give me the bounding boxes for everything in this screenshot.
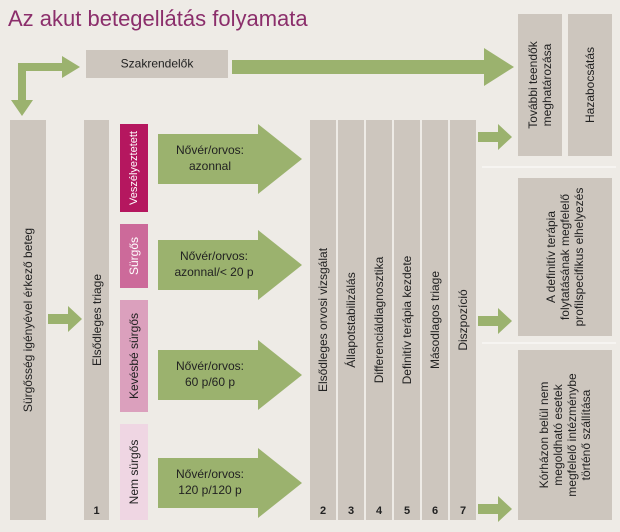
step-diszpozicio: Diszpozíció 7: [450, 120, 476, 520]
nurse-arrow-2-text: Nővér/orvos: azonnal/< 20 p: [162, 248, 266, 280]
level-surgos: Sürgős: [120, 224, 148, 288]
step-masodlagos-triage-label: Másodlagos triage: [428, 270, 442, 370]
step-diszpozicio-label: Diszpozíció: [456, 289, 470, 351]
outcome-arrow-middle: [478, 308, 512, 334]
separator-line-bottom: [482, 342, 616, 344]
level-veszelyeztetett-label: Veszélyeztetett: [128, 131, 140, 205]
outcome-arrow-top: [478, 124, 512, 150]
nurse-arrow-3-shape: [158, 340, 302, 410]
nurse-arrow-2-line1: Nővér/orvos:: [179, 249, 249, 263]
hazabocsatas-box: Hazabocsátás: [568, 14, 612, 156]
diagram-title: Az akut betegellátás folyamata: [8, 6, 308, 31]
top-left-connector-arrow: [11, 56, 80, 116]
level-kevesbe-surgos: Kevésbé sürgős: [120, 300, 148, 412]
step-differencialdiagnosztika-number: 4: [375, 505, 383, 517]
korhazon-belul-label: Kórházon belül nem megoldható esetek meg…: [537, 373, 593, 497]
outcome-arrow-bottom: [478, 496, 512, 522]
step-definitiv-terapia: Definitív terápia kezdete 5: [394, 120, 420, 520]
step-allapotstabilizalas-label: Állapotstabilizálás: [344, 272, 358, 368]
beteg-label: Sürgősség igényével érkező beteg: [21, 227, 35, 413]
szakrendelok-box: Szakrendelők: [86, 50, 228, 78]
szakrendelok-right-arrow: [232, 48, 514, 86]
triage-number: 1: [93, 505, 100, 517]
step-definitiv-terapia-number: 5: [403, 505, 411, 517]
nurse-arrow-2-shape: [158, 230, 302, 300]
nurse-arrow-3-text: Nővér/orvos: 60 p/60 p: [162, 358, 258, 390]
step-elsodleges-vizsgalat-label: Elsődleges orvosi vizsgálat: [316, 247, 330, 393]
nurse-arrow-3-line1: Nővér/orvos:: [175, 359, 245, 373]
separator-line-top: [482, 166, 616, 168]
level-surgos-label: Sürgős: [127, 236, 141, 276]
level-kevesbe-surgos-label: Kevésbé sürgős: [127, 312, 141, 400]
triage-box: Elsődleges triage 1: [84, 120, 109, 520]
step-elsodleges-vizsgalat: Elsődleges orvosi vizsgálat 2: [310, 120, 336, 520]
nurse-arrow-4-line2: 120 p/120 p: [178, 483, 242, 497]
step-differencialdiagnosztika: Differenciáldiagnosztika 4: [366, 120, 392, 520]
hazabocsatas-label: Hazabocsátás: [583, 46, 597, 124]
nurse-arrow-3: Nővér/orvos: 60 p/60 p: [158, 340, 304, 410]
tovabbi-teendok-box: További teendők meghatározása: [518, 14, 562, 156]
step-masodlagos-triage-number: 6: [431, 505, 439, 517]
nurse-arrow-1-shape: [158, 124, 302, 194]
beteg-to-triage-arrow: [48, 306, 82, 332]
tovabbi-teendok-label: További teendők meghatározása: [526, 41, 554, 129]
level-veszelyeztetett: Veszélyeztetett: [120, 124, 148, 212]
nurse-arrow-2: Nővér/orvos: azonnal/< 20 p: [158, 230, 304, 300]
triage-label: Elsődleges triage: [89, 273, 104, 367]
definitiv-terapia-label: A definitív terápia folytatásának megfel…: [544, 187, 586, 327]
step-differencialdiagnosztika-label: Differenciáldiagnosztika: [372, 256, 386, 384]
nurse-arrow-1: Nővér/orvos: azonnal: [158, 124, 304, 194]
nurse-arrow-3-line2: 60 p/60 p: [184, 375, 236, 389]
korhazon-belul-box: Kórházon belül nem megoldható esetek meg…: [518, 350, 612, 520]
nurse-arrow-1-text: Nővér/orvos: azonnal: [162, 142, 258, 174]
nurse-arrow-1-line2: azonnal: [188, 159, 232, 173]
step-allapotstabilizalas: Állapotstabilizálás 3: [338, 120, 364, 520]
nurse-arrow-4-line1: Nővér/orvos:: [175, 467, 245, 481]
nurse-arrow-2-line2: azonnal/< 20 p: [174, 265, 254, 279]
level-nem-surgos: Nem sürgős: [120, 424, 148, 520]
step-allapotstabilizalas-number: 3: [347, 505, 355, 517]
step-definitiv-terapia-label: Definitív terápia kezdete: [400, 255, 414, 385]
nurse-arrow-4: Nővér/orvos: 120 p/120 p: [158, 448, 304, 518]
beteg-box: Sürgősség igényével érkező beteg: [10, 120, 46, 520]
level-nem-surgos-label: Nem sürgős: [127, 439, 141, 505]
nurse-arrow-4-text: Nővér/orvos: 120 p/120 p: [162, 466, 258, 498]
definitiv-terapia-box: A definitív terápia folytatásának megfel…: [518, 178, 612, 336]
nurse-arrow-1-line1: Nővér/orvos:: [175, 143, 245, 157]
nurse-arrow-4-shape: [158, 448, 302, 518]
step-elsodleges-vizsgalat-number: 2: [319, 505, 327, 517]
step-masodlagos-triage: Másodlagos triage 6: [422, 120, 448, 520]
szakrendelok-label: Szakrendelők: [120, 56, 194, 71]
step-diszpozicio-number: 7: [459, 505, 467, 517]
